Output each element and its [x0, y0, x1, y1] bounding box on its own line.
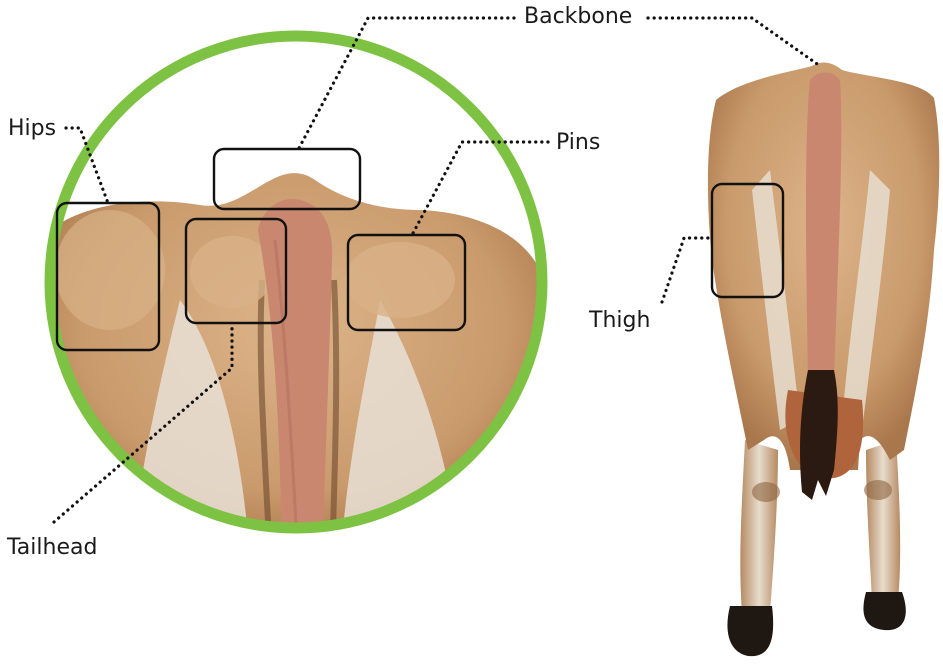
tail-switch — [800, 370, 838, 500]
zoom-circle — [40, 36, 545, 560]
label-tailhead: Tailhead — [7, 537, 97, 559]
label-hips: Hips — [8, 118, 56, 140]
label-backbone: Backbone — [524, 6, 632, 28]
leader-backbone-right — [648, 18, 820, 66]
label-pins: Pins — [556, 132, 600, 154]
hoof-right — [863, 592, 905, 630]
label-thigh: Thigh — [589, 310, 650, 332]
cow-rear-view — [708, 63, 939, 657]
hoof-left — [727, 606, 773, 656]
leader-thigh — [662, 238, 712, 302]
